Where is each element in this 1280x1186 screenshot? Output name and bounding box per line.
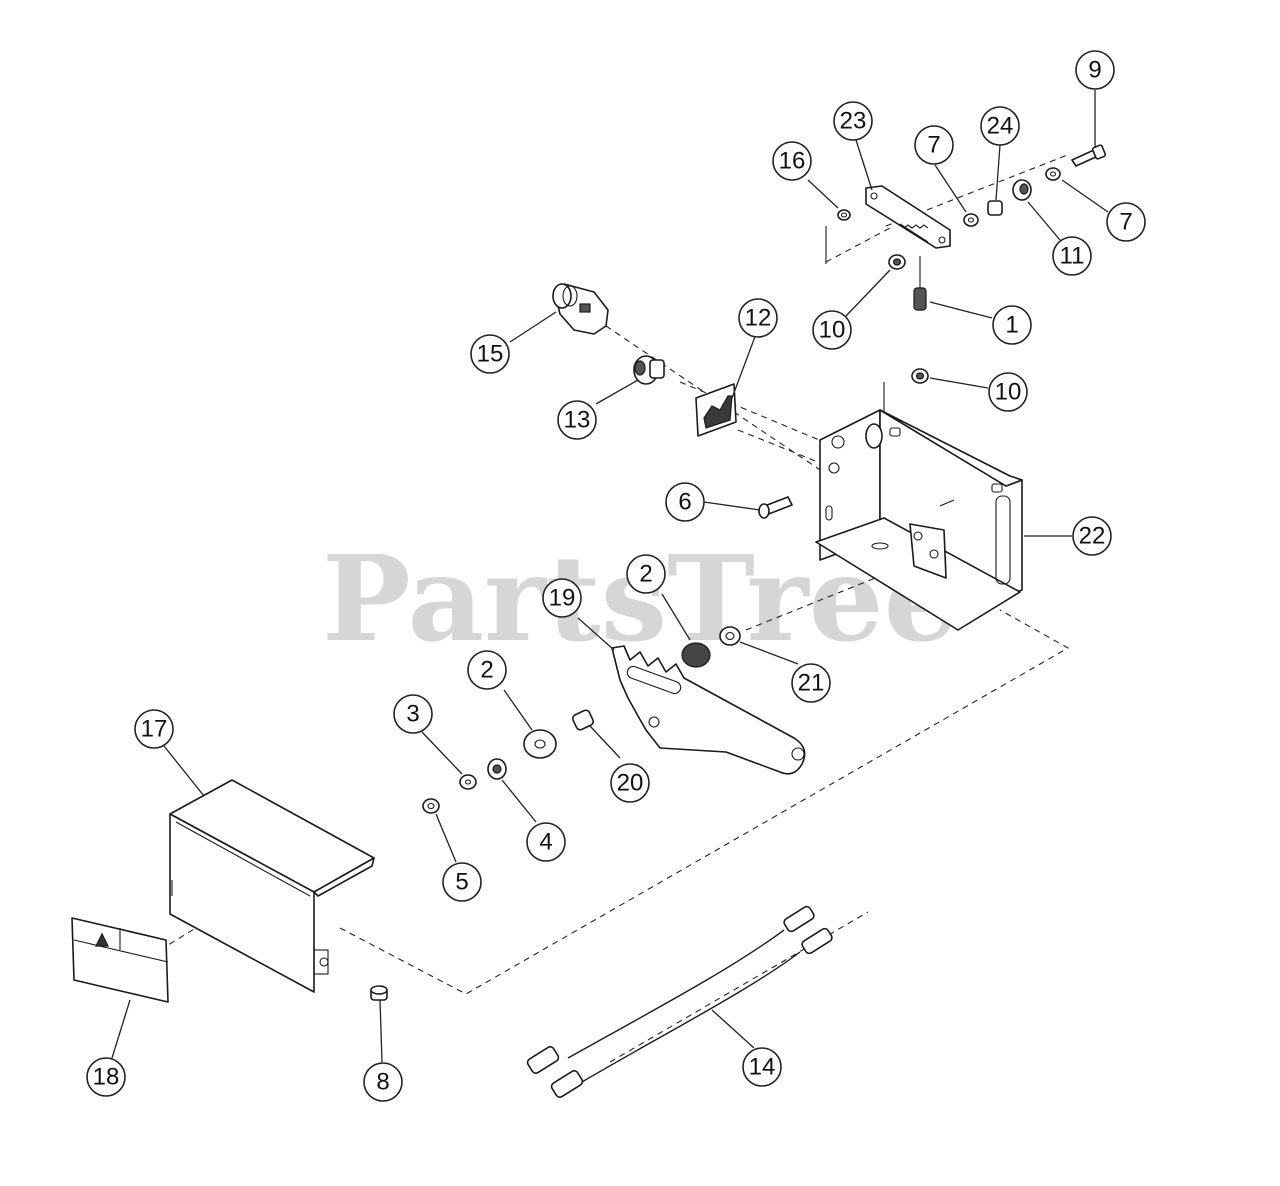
callout-leaders <box>111 90 1109 1063</box>
cover-part <box>169 779 375 993</box>
svg-text:16: 16 <box>779 148 806 175</box>
svg-text:23: 23 <box>840 108 867 135</box>
callout-10-lower: 10 <box>988 372 1028 412</box>
callout-2-lower: 2 <box>467 650 507 690</box>
svg-text:7: 7 <box>1119 209 1132 236</box>
svg-text:19: 19 <box>549 585 576 612</box>
callout-10-upper: 10 <box>812 310 852 350</box>
svg-text:11: 11 <box>1060 243 1085 270</box>
svg-text:7: 7 <box>927 132 940 159</box>
callout-21: 21 <box>791 663 831 703</box>
callout-24: 24 <box>980 106 1020 146</box>
callout-15: 15 <box>470 334 510 374</box>
callout-23: 23 <box>833 101 873 141</box>
cable-part <box>526 905 833 1099</box>
callout-18: 18 <box>86 1057 126 1097</box>
svg-text:12: 12 <box>745 305 772 332</box>
svg-text:6: 6 <box>678 489 691 516</box>
callout-5: 5 <box>442 862 482 902</box>
svg-text:10: 10 <box>819 317 846 344</box>
callout-12: 12 <box>738 298 778 338</box>
callout-3: 3 <box>393 694 433 734</box>
svg-text:3: 3 <box>406 701 419 728</box>
callout-4: 4 <box>526 822 566 862</box>
callout-6: 6 <box>665 482 705 522</box>
callout-17: 17 <box>134 709 174 749</box>
callout-9: 9 <box>1075 50 1115 90</box>
warning-label-part <box>71 917 169 1003</box>
svg-text:13: 13 <box>564 407 591 434</box>
label-plate-part <box>695 383 737 437</box>
callout-20: 20 <box>610 763 650 803</box>
callout-7-top: 7 <box>914 125 954 165</box>
connector-part <box>552 283 609 335</box>
bracket-plate-part <box>865 185 951 249</box>
svg-text:2: 2 <box>480 657 493 684</box>
callout-16: 16 <box>772 141 812 181</box>
small-hardware <box>370 144 1107 1001</box>
svg-text:24: 24 <box>987 113 1014 140</box>
callout-1: 1 <box>992 305 1032 345</box>
callout-19: 19 <box>542 578 582 618</box>
svg-text:9: 9 <box>1088 57 1101 84</box>
svg-text:10: 10 <box>995 379 1022 406</box>
svg-text:17: 17 <box>141 716 168 743</box>
callout-22: 22 <box>1072 516 1112 556</box>
svg-text:18: 18 <box>93 1064 120 1091</box>
svg-text:20: 20 <box>617 770 644 797</box>
svg-text:14: 14 <box>749 1054 776 1081</box>
mounting-box-part <box>815 409 1023 631</box>
ratchet-bracket-part <box>611 645 806 775</box>
svg-text:2: 2 <box>639 561 652 588</box>
svg-text:21: 21 <box>798 670 825 697</box>
switch-part <box>633 355 665 385</box>
callout-8: 8 <box>363 1062 403 1102</box>
svg-text:8: 8 <box>376 1069 389 1096</box>
svg-text:1: 1 <box>1005 312 1018 339</box>
svg-text:15: 15 <box>477 341 504 368</box>
callout-7-right: 7 <box>1106 202 1146 242</box>
callout-14: 14 <box>742 1047 782 1087</box>
svg-text:4: 4 <box>539 829 552 856</box>
callout-2-upper: 2 <box>626 554 666 594</box>
svg-text:5: 5 <box>455 869 468 896</box>
callout-11: 11 <box>1052 236 1092 276</box>
callout-13: 13 <box>557 400 597 440</box>
svg-text:22: 22 <box>1079 523 1106 550</box>
